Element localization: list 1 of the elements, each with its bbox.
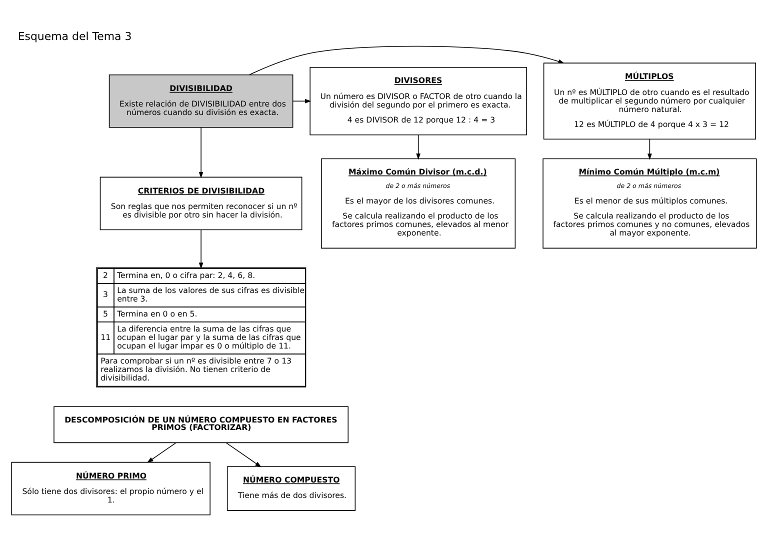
diagram-title: Esquema del Tema 3	[18, 30, 132, 44]
